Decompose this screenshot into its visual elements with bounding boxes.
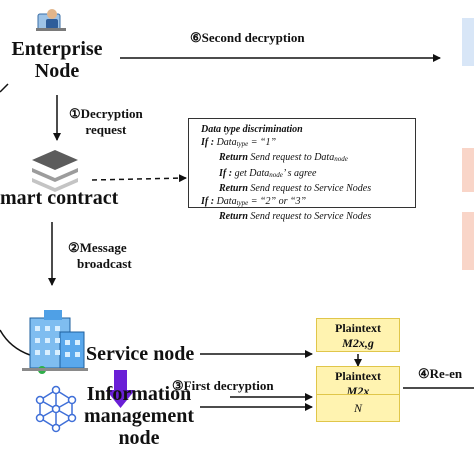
code-text: Data bbox=[214, 137, 237, 149]
message-broadcast-line-1: ②Message bbox=[68, 240, 127, 255]
info-mgmt-node-label: Information management node bbox=[80, 383, 198, 449]
code-text-post: = “2” or “3” bbox=[248, 196, 307, 208]
first-decryption-label: ③First decryption bbox=[172, 378, 274, 393]
network-icon bbox=[35, 385, 77, 433]
code-line: Return Send request to Service Nodes bbox=[201, 210, 411, 223]
code-keyword: Return bbox=[219, 182, 248, 194]
service-node-label: Service node bbox=[86, 343, 195, 365]
plaintext-box-1-title: Plaintext bbox=[335, 321, 381, 335]
left-edge-arrow bbox=[0, 83, 9, 93]
code-text: Send request to Service Nodes bbox=[247, 182, 372, 194]
plaintext-box-3-math: N bbox=[353, 401, 362, 415]
right-edge-pink-bar-2 bbox=[462, 212, 474, 270]
info-mgmt-line-2: management bbox=[84, 405, 194, 427]
code-text: Data bbox=[214, 196, 237, 208]
left-curve-connector bbox=[0, 329, 31, 356]
message-broadcast-label: ②Message broadcast bbox=[68, 240, 132, 272]
code-line: If : Datatype = “1” bbox=[201, 136, 411, 151]
enterprise-label-line-1: Enterprise bbox=[11, 38, 103, 60]
code-subscript: node bbox=[334, 155, 348, 164]
stacked-layers-icon bbox=[32, 150, 78, 192]
building-icon bbox=[22, 310, 88, 374]
decryption-request-label: ①Decryption request bbox=[69, 106, 143, 138]
code-subscript: type bbox=[236, 199, 249, 208]
code-text-post: = “1” bbox=[248, 137, 277, 149]
right-edge-pink-bar-1 bbox=[462, 148, 474, 192]
code-keyword: Return bbox=[219, 211, 248, 223]
code-text: Send request to Service Nodes bbox=[247, 211, 372, 223]
message-broadcast-line-2: broadcast bbox=[77, 256, 132, 271]
code-text-post: ’ s agree bbox=[282, 167, 317, 179]
code-line: Return Send request to Datanode bbox=[201, 151, 411, 166]
enterprise-person-icon bbox=[36, 9, 66, 31]
code-keyword: If : bbox=[201, 137, 215, 149]
code-text: get Data bbox=[232, 167, 270, 179]
code-subscript: node bbox=[269, 170, 283, 179]
purple-down-arrow bbox=[106, 370, 135, 408]
code-box-title: Data type discrimination bbox=[201, 124, 303, 135]
decryption-request-line-2: request bbox=[85, 122, 127, 137]
code-subscript: type bbox=[236, 140, 249, 149]
code-keyword: If : bbox=[219, 167, 233, 179]
plaintext-box-3: N bbox=[316, 394, 400, 422]
code-text: Send request to Data bbox=[247, 152, 335, 164]
second-decryption-label: ⑥Second decryption bbox=[190, 30, 305, 45]
right-edge-blue-bar bbox=[462, 18, 474, 66]
code-line: Return Send request to Service Nodes bbox=[201, 182, 411, 195]
info-mgmt-line-1: Information bbox=[86, 383, 192, 405]
code-box-lines: If : Datatype = “1”Return Send request t… bbox=[201, 136, 411, 223]
code-keyword: If : bbox=[201, 196, 215, 208]
code-line: If : get Datanode’ s agree bbox=[201, 167, 411, 182]
dashed-to-code-arrow bbox=[91, 174, 187, 183]
plaintext-box-1: Plaintext M2x,g bbox=[316, 318, 400, 352]
decryption-request-line-1: ①Decryption bbox=[69, 106, 143, 121]
plaintext-box-1-math: M2x,g bbox=[342, 336, 374, 350]
code-line: If : Datatype = “2” or “3” bbox=[201, 195, 411, 210]
info-mgmt-line-3: node bbox=[118, 427, 160, 449]
enterprise-node-label: Enterprise Node bbox=[2, 38, 112, 82]
plaintext-box-2-title: Plaintext bbox=[335, 369, 381, 383]
re-encryption-label: ④Re-en bbox=[418, 366, 463, 381]
code-keyword: Return bbox=[219, 152, 248, 164]
smart-contract-label: mart contract bbox=[0, 187, 119, 209]
enterprise-label-line-2: Node bbox=[34, 60, 80, 82]
data-type-discrimination-box: Data type discrimination If : Datatype =… bbox=[188, 118, 416, 222]
